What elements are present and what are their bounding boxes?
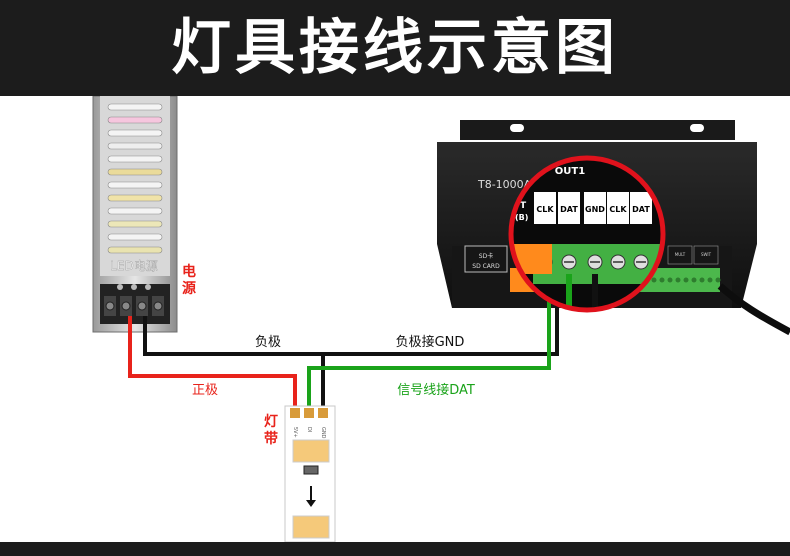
mult-switch-box xyxy=(667,245,693,265)
terminal-screw xyxy=(659,277,665,283)
psu-vent-slot xyxy=(107,233,163,241)
terminal-label-box xyxy=(558,192,580,224)
psu-vent-slot xyxy=(107,129,163,137)
pad-gnd-label: GND xyxy=(320,427,326,439)
sd-slot-label: SD卡 xyxy=(479,252,493,260)
strip-pad-gnd xyxy=(318,408,328,418)
led-chip xyxy=(292,439,330,463)
terminal-screw xyxy=(715,277,721,283)
mode-switch-label: SWIT xyxy=(701,252,712,257)
terminal-screw xyxy=(683,277,689,283)
psu-screw-head xyxy=(153,301,163,311)
terminal-label-box xyxy=(534,192,556,224)
out-partial-label: T xyxy=(520,201,527,211)
mode-switch-box xyxy=(693,245,719,265)
pad-di-label: DI xyxy=(306,427,312,432)
resistor xyxy=(303,465,319,475)
terminal-label-box xyxy=(630,192,652,224)
psu-vent-slot xyxy=(107,181,163,189)
negative-to-gnd-label: 负极接GND xyxy=(396,334,465,350)
power-supply-side-label-2: 源 xyxy=(182,280,196,297)
terminal-screw xyxy=(699,277,705,283)
strip-side-label-1: 灯 xyxy=(264,413,278,430)
pad-vplus-label: 5V+ xyxy=(292,427,298,438)
led-strip: 5V+ DI GND xyxy=(284,405,336,543)
terminal-zoom-highlight: OUT1 T (B) CLK DAT GND CLK DAT xyxy=(508,155,666,313)
terminal-label-box xyxy=(607,192,629,224)
psu-screw-head xyxy=(105,301,115,311)
psu-indicator-dot xyxy=(145,284,151,290)
positive-wire-label: 正极 xyxy=(192,383,218,398)
terminal-label-dat: DAT xyxy=(632,205,650,214)
psu-terminal-screws xyxy=(104,296,164,316)
psu-vent-slot xyxy=(107,116,163,124)
psu-vent-slot xyxy=(107,207,163,215)
sd-card-slot xyxy=(464,245,508,273)
diagram-canvas: LED电源 电 源 T8-1000AC SD卡 SD CARD xyxy=(0,95,790,543)
psu-vent-slots xyxy=(107,103,163,254)
controller-power-cable xyxy=(717,283,790,336)
psu-vent-slot xyxy=(107,220,163,228)
terminal-label-box xyxy=(584,192,606,224)
controller-top-flange xyxy=(460,120,735,140)
controller-mount-hole xyxy=(510,124,524,132)
psu-indicator-dot xyxy=(131,284,137,290)
strip-pad-vplus xyxy=(290,408,300,418)
terminal-label-clk: CLK xyxy=(609,205,627,214)
signal-wire-green xyxy=(307,256,551,414)
terminal-screw xyxy=(651,277,657,283)
strip-pad-di xyxy=(304,408,314,418)
positive-wire-red xyxy=(128,316,297,414)
terminal-screw xyxy=(691,277,697,283)
psu-vent-slot xyxy=(107,155,163,163)
psu-screw-head xyxy=(137,301,147,311)
psu-label: LED电源 xyxy=(110,259,158,273)
terminal-label-clk: CLK xyxy=(536,205,554,214)
terminal-screw xyxy=(707,277,713,283)
psu-vent-slot xyxy=(107,168,163,176)
page-title: 灯具接线示意图 xyxy=(171,13,619,83)
terminal-screw xyxy=(675,277,681,283)
power-supply-side-label-1: 电 xyxy=(182,263,196,280)
led-chip xyxy=(292,515,330,539)
controller-model-label: T8-1000AC xyxy=(477,178,539,191)
mult-switch-label: MULT xyxy=(675,252,686,257)
psu-vent-slot xyxy=(107,246,163,254)
direction-arrow-head-icon xyxy=(306,500,316,507)
terminal-screw xyxy=(667,277,673,283)
zoom-ring-outline xyxy=(508,155,666,313)
psu-indicator-dot xyxy=(117,284,123,290)
title-bar: 灯具接线示意图 xyxy=(0,0,790,96)
controller-mount-hole xyxy=(690,124,704,132)
led-power-supply: LED电源 xyxy=(92,95,178,333)
wiring-svg: LED电源 电 源 T8-1000AC SD卡 SD CARD xyxy=(92,95,790,543)
sd-slot-sub-label: SD CARD xyxy=(472,263,500,270)
b-label: (B) xyxy=(515,213,528,222)
terminal-label-dat: DAT xyxy=(560,205,578,214)
negative-wire-label: 负极 xyxy=(255,335,281,350)
terminal-label-gnd: GND xyxy=(585,205,605,214)
bottom-bar xyxy=(0,542,790,556)
psu-vent-slot xyxy=(107,103,163,111)
psu-vent-slot xyxy=(107,142,163,150)
strip-side-label-2: 带 xyxy=(264,431,278,447)
right-terminal-strip xyxy=(640,268,721,292)
out-port-group-label: OUT1 xyxy=(555,166,585,177)
signal-to-dat-label: 信号线接DAT xyxy=(397,382,475,398)
psu-screw-head xyxy=(121,301,131,311)
psu-vent-slot xyxy=(107,194,163,202)
